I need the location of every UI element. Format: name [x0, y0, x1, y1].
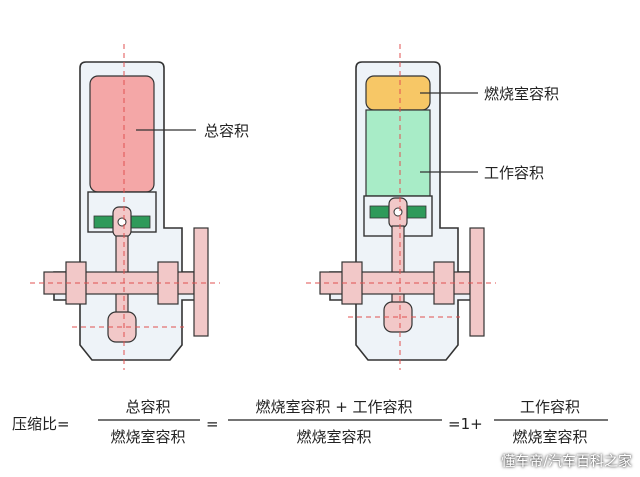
formula-frac2-denominator: 燃烧室容积 [296, 428, 371, 446]
formula-lhs: 压缩比= [12, 415, 70, 433]
formula-frac3-denominator: 燃烧室容积 [512, 428, 587, 446]
formula-frac2-numerator: 燃烧室容积 + 工作容积 [255, 398, 412, 416]
left-wrist-pin [117, 217, 127, 227]
label-combustion-volume: 燃烧室容积 [484, 85, 559, 103]
formula-equals-1: = [206, 415, 219, 433]
label-total-volume: 总容积 [204, 122, 249, 140]
right-flywheel [469, 227, 485, 337]
watermark: 懂车帝/汽车百科之家 [501, 454, 632, 470]
formula-equals-2: =1+ [448, 415, 483, 433]
formula-frac3-numerator: 工作容积 [520, 398, 580, 416]
left-total-volume [89, 75, 155, 193]
formula-frac1-denominator: 燃烧室容积 [110, 428, 185, 446]
formula-frac1-numerator: 总容积 [125, 398, 170, 416]
label-working-volume: 工作容积 [484, 164, 544, 182]
left-flywheel [193, 227, 209, 337]
compression-ratio-formula: 压缩比= 总容积 燃烧室容积 = 燃烧室容积 + 工作容积 燃烧室容积 =1+ … [12, 398, 608, 446]
right-wrist-pin [393, 207, 403, 217]
left-engine [30, 44, 220, 370]
right-engine [306, 44, 496, 370]
right-working-volume [365, 109, 431, 197]
